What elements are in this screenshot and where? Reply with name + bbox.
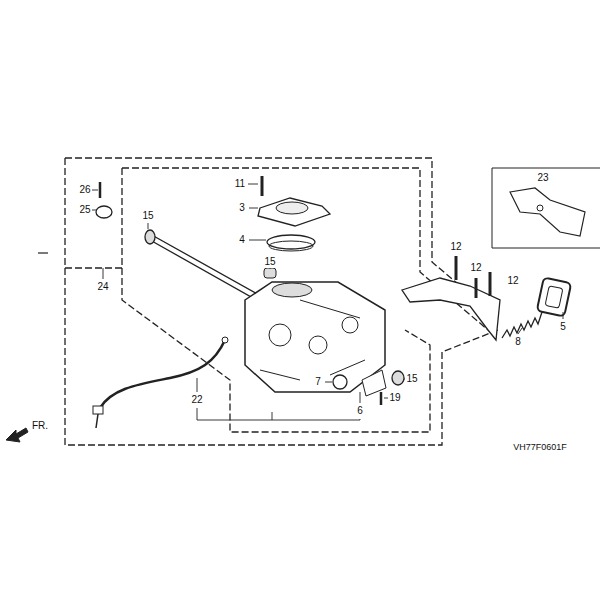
bearing-part	[392, 371, 404, 385]
callout-number: 5	[559, 321, 567, 333]
housing-detail	[309, 336, 327, 354]
housing-opening	[272, 283, 312, 297]
group-outline	[65, 158, 498, 445]
leader-line	[518, 328, 522, 334]
callout-number: 25	[78, 204, 91, 216]
cable-end	[96, 414, 98, 428]
transmission-housing	[245, 282, 385, 392]
cap-part	[96, 206, 112, 218]
callout-number: 15	[141, 210, 154, 222]
leader-line	[92, 190, 98, 191]
leader-line	[92, 210, 97, 211]
bolt-part	[475, 278, 478, 298]
gasket-part	[545, 286, 563, 308]
callout-number: 7	[314, 376, 322, 388]
group-bracket	[197, 408, 360, 420]
cover-dome	[276, 202, 308, 214]
housing-detail	[342, 317, 358, 333]
control-bracket	[402, 278, 500, 340]
callout-number: 26	[78, 184, 91, 196]
seal-part	[269, 241, 313, 251]
callout-number: 4	[238, 234, 246, 246]
leader-line	[103, 268, 104, 279]
leader-line	[270, 268, 271, 269]
leader-line	[249, 208, 258, 209]
leader-line	[197, 378, 198, 392]
leader-line	[325, 382, 332, 383]
callout-number: 15	[405, 373, 418, 385]
spring-part	[502, 312, 542, 338]
front-arrow	[6, 428, 28, 442]
housing-detail	[269, 324, 291, 346]
callout-number: 15	[263, 256, 276, 268]
leader-line	[384, 398, 388, 399]
cable-end	[93, 406, 103, 414]
gasket-part	[537, 277, 571, 316]
callout-number: 8	[514, 336, 522, 348]
seal-part	[267, 235, 315, 249]
callout-number: 23	[536, 172, 549, 184]
spring-part	[333, 375, 347, 389]
pin-part	[380, 392, 383, 405]
bearing-part	[145, 230, 155, 244]
diagram-code: VH77F0601F	[512, 442, 568, 453]
margin-tick	[38, 252, 48, 253]
bushing-part	[264, 268, 276, 278]
group-outline	[122, 268, 430, 432]
housing-detail	[260, 300, 365, 380]
bolt-part	[455, 256, 458, 280]
leader-line	[148, 223, 149, 229]
leader-line	[360, 392, 361, 403]
callout-number: 19	[388, 392, 401, 404]
callout-number: 11	[234, 178, 246, 190]
callout-number: 3	[238, 202, 246, 214]
callout-number: 12	[449, 241, 462, 253]
plate-part	[362, 370, 386, 396]
cable-end	[222, 337, 228, 343]
bolt-part	[261, 176, 264, 196]
group-outline	[65, 168, 122, 268]
inset-frame	[492, 168, 600, 248]
cover-part	[258, 198, 330, 226]
bracket-part	[510, 188, 585, 236]
leader-line	[249, 240, 266, 241]
leader-line	[248, 184, 258, 185]
bolt-part	[489, 272, 492, 296]
callout-number: 6	[356, 405, 364, 417]
bracket-hole	[537, 205, 543, 211]
direction-label: FR.	[31, 420, 49, 432]
callout-number: 12	[506, 275, 519, 287]
pin-part	[99, 182, 102, 198]
cable-part	[100, 340, 225, 408]
callout-number: 22	[190, 394, 203, 406]
callout-number: 24	[96, 281, 109, 293]
leader-line	[563, 312, 564, 319]
callout-number: 12	[469, 262, 482, 274]
